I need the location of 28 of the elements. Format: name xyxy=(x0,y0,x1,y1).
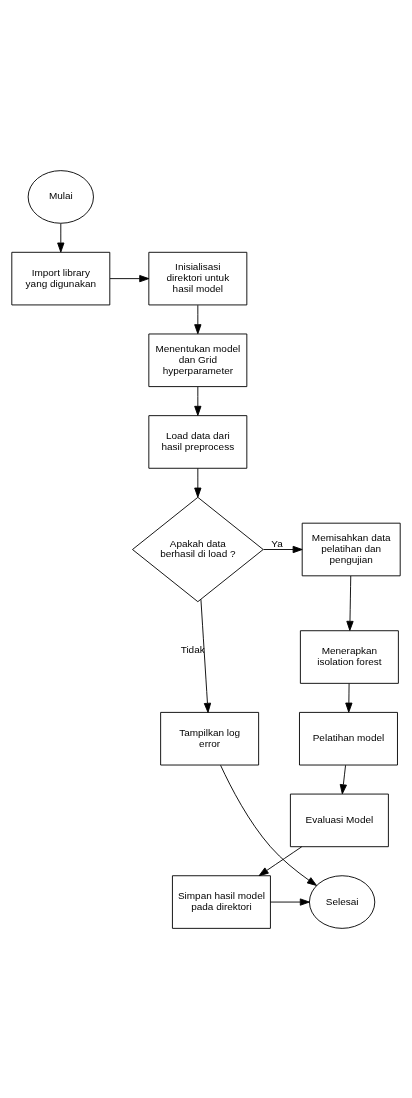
arrow xyxy=(57,222,65,252)
node-box: Menerapkan isolation forest xyxy=(299,629,399,684)
arrow xyxy=(194,385,202,416)
arrow xyxy=(270,897,310,906)
node-box: Menentukan model dan Grid hyperparameter xyxy=(148,333,248,387)
node-ellipse: Mulai xyxy=(27,169,94,224)
node-box: Simpan hasil model pada direktori xyxy=(171,874,271,929)
arrow xyxy=(339,764,347,794)
edge-label: Tidak xyxy=(180,643,205,655)
node-box: Pelatihan model xyxy=(299,711,398,765)
arrow xyxy=(194,304,202,334)
node-box: Memisahkan data pelatihan dan pengujian xyxy=(301,522,401,576)
node-box: Tampilkan log error xyxy=(160,711,260,765)
node-box: Import library yang digunakan xyxy=(11,251,111,305)
arrow xyxy=(346,575,354,631)
edge-label: Ya xyxy=(271,537,283,549)
arrow xyxy=(220,764,317,886)
node-diamond: Apakah data berhasil di load ? xyxy=(132,496,264,602)
node-box: Evaluasi Model xyxy=(289,793,389,847)
node-ellipse: Selesai xyxy=(309,874,376,929)
arrow xyxy=(200,598,212,713)
arrow xyxy=(345,682,353,713)
node-box: Inisialisasi direktori untuk hasil model xyxy=(148,251,248,305)
arrow xyxy=(258,845,303,876)
arrow xyxy=(194,467,202,498)
arrow xyxy=(262,545,303,553)
node-box: Load data dari hasil preprocess xyxy=(148,414,248,469)
arrow xyxy=(109,274,150,282)
